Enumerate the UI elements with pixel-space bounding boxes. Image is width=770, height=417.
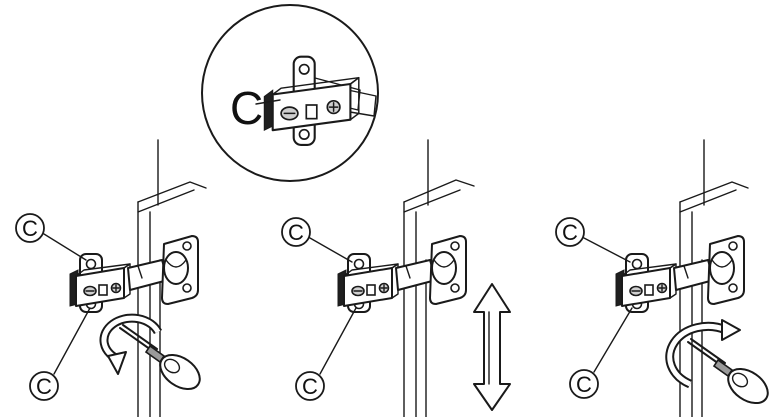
detail-magnifier: C [201,4,379,182]
panel-right: C C [555,139,770,417]
callout-circle-right-bottom [569,369,599,399]
panel-left: C C [15,139,208,417]
screwdriver-icon-right [687,338,770,412]
callout-c-mid-bottom: C [302,374,318,399]
callout-c-right-top: C [562,220,578,245]
callout-circle-mid-bottom [295,371,325,401]
up-down-arrow-icon [473,283,511,411]
callout-c-mid-top: C [288,220,304,245]
callout-c-right-bottom: C [576,372,592,397]
callout-c-left-bottom: C [36,374,52,399]
hinge-left [69,235,199,313]
panel-middle: C C [281,139,511,417]
callout-circle-left-top [15,213,45,243]
callout-c-left-top: C [22,216,38,241]
detail-c-label: C [230,82,263,134]
callout-circle-right-top [555,217,585,247]
callout-circle-mid-top [281,217,311,247]
rotate-cw-arrow-icon [665,319,741,389]
screwdriver-icon-left [119,324,208,398]
callout-circle-left-bottom [29,371,59,401]
hinge-middle [337,235,467,313]
rotate-ccw-arrow-icon [99,313,163,375]
detail-hinge-closeup [263,55,360,146]
